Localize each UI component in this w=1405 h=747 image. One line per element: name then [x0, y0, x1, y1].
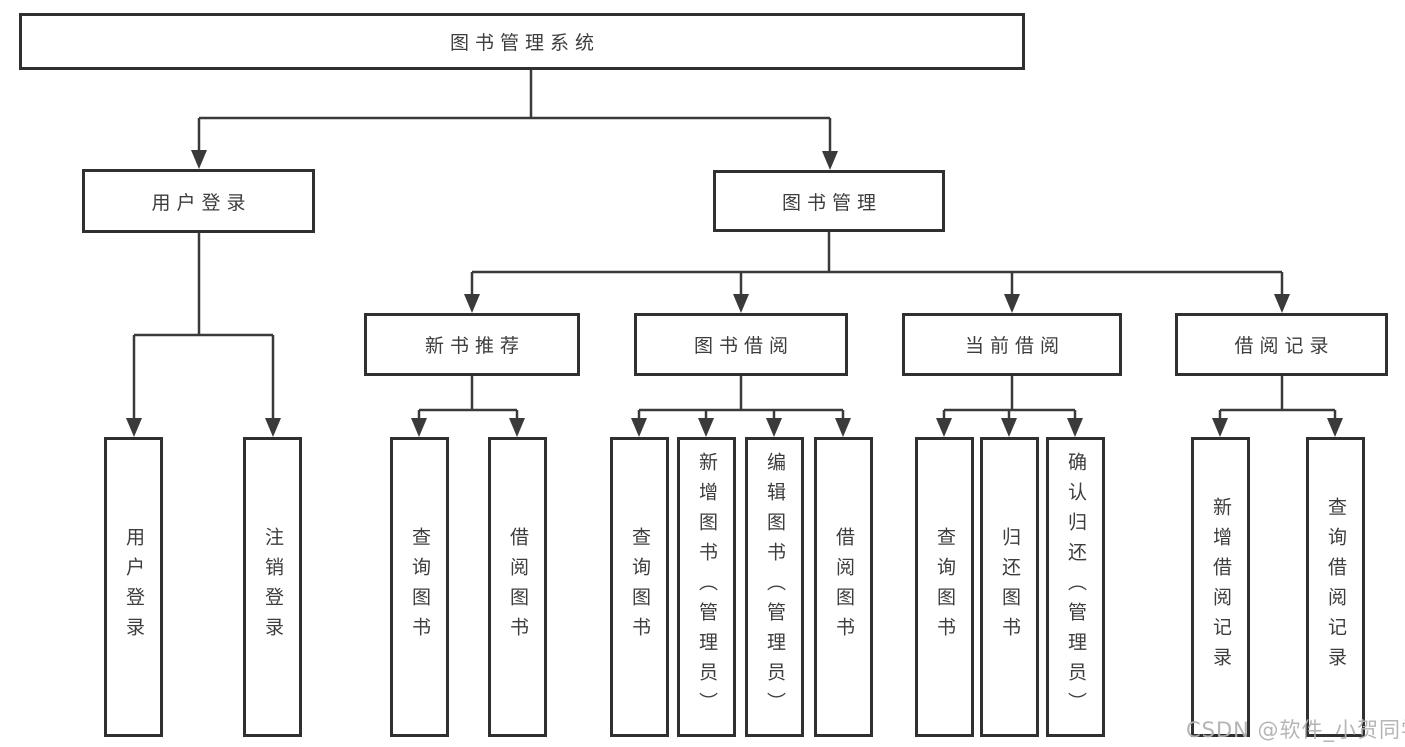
- node-leaf-query-books-recommend: 查询图书: [390, 437, 449, 737]
- node-book-management: 图书管理: [713, 170, 945, 232]
- node-user-login-label: 用户登录: [151, 191, 252, 214]
- watermark-text: CSDN @软件_小贺同学: [1186, 718, 1405, 742]
- node-leaf-add-borrow-record-label: 新增借阅记录: [1209, 497, 1232, 677]
- node-book-borrowing-label: 图书借阅: [693, 335, 794, 357]
- arrowhead: [1067, 418, 1083, 437]
- node-current-borrowing: 当前借阅: [902, 313, 1122, 376]
- node-leaf-user-login-label: 用户登录: [122, 527, 145, 647]
- arrowhead: [1001, 418, 1017, 437]
- arrowhead: [126, 418, 142, 437]
- node-root: 图书管理系统: [19, 13, 1025, 70]
- node-leaf-add-books-admin-label: 新增图书（管理员）: [695, 452, 718, 722]
- arrowhead: [191, 150, 207, 169]
- node-leaf-edit-books-admin-label: 编辑图书（管理员）: [763, 452, 786, 722]
- node-leaf-logout: 注销登录: [243, 437, 302, 737]
- arrowhead: [936, 418, 952, 437]
- node-borrowing-records: 借阅记录: [1175, 313, 1388, 376]
- node-leaf-confirm-return-admin-label: 确认归还（管理员）: [1064, 452, 1087, 722]
- node-leaf-add-borrow-record: 新增借阅记录: [1191, 437, 1250, 737]
- arrowhead: [1327, 418, 1343, 437]
- node-leaf-return-books: 归还图书: [980, 437, 1039, 737]
- connector-records-to-leaves: [1212, 376, 1343, 437]
- node-leaf-borrow-books-recommend-label: 借阅图书: [506, 527, 529, 647]
- node-leaf-logout-label: 注销登录: [261, 527, 284, 647]
- arrowhead: [835, 418, 851, 437]
- arrowhead: [1274, 294, 1290, 313]
- arrowhead: [1212, 418, 1228, 437]
- node-leaf-query-books-borrowing: 查询图书: [610, 437, 669, 737]
- node-leaf-borrow-books-borrowing-label: 借阅图书: [832, 527, 855, 647]
- node-leaf-borrow-books-borrowing: 借阅图书: [814, 437, 873, 737]
- arrowhead: [822, 151, 838, 170]
- connector-root-to-level2: [191, 70, 838, 170]
- node-leaf-query-books-current-label: 查询图书: [933, 527, 956, 647]
- connector-current-to-leaves: [936, 376, 1083, 437]
- node-leaf-query-borrow-record-label: 查询借阅记录: [1324, 497, 1347, 677]
- node-leaf-user-login: 用户登录: [104, 437, 163, 737]
- connector-user-login-to-leaves: [126, 233, 281, 437]
- node-leaf-query-books-recommend-label: 查询图书: [408, 527, 431, 647]
- node-leaf-query-books-current: 查询图书: [915, 437, 974, 737]
- node-user-login: 用户登录: [82, 169, 315, 233]
- node-root-label: 图书管理系统: [449, 32, 600, 54]
- node-leaf-borrow-books-recommend: 借阅图书: [488, 437, 547, 737]
- node-book-management-label: 图书管理: [781, 191, 882, 214]
- arrowhead: [464, 294, 480, 313]
- node-new-book-recommend-label: 新书推荐: [424, 335, 525, 357]
- arrowhead: [733, 294, 749, 313]
- arrowhead: [265, 418, 281, 437]
- node-book-borrowing: 图书借阅: [634, 313, 848, 376]
- node-new-book-recommend: 新书推荐: [364, 313, 580, 376]
- node-leaf-confirm-return-admin: 确认归还（管理员）: [1046, 437, 1105, 737]
- arrowhead: [411, 418, 427, 437]
- node-leaf-edit-books-admin: 编辑图书（管理员）: [745, 437, 804, 737]
- node-current-borrowing-label: 当前借阅: [964, 335, 1065, 357]
- arrowhead: [509, 418, 525, 437]
- node-borrowing-records-label: 借阅记录: [1234, 335, 1335, 357]
- arrowhead: [1004, 294, 1020, 313]
- arrowhead: [698, 418, 714, 437]
- node-leaf-query-books-borrowing-label: 查询图书: [628, 527, 651, 647]
- arrowhead: [766, 418, 782, 437]
- connector-recommend-to-leaves: [411, 376, 525, 437]
- node-leaf-return-books-label: 归还图书: [998, 527, 1021, 647]
- connector-borrowing-to-leaves: [631, 376, 851, 437]
- node-leaf-query-borrow-record: 查询借阅记录: [1306, 437, 1365, 737]
- arrowhead: [631, 418, 647, 437]
- connector-book-mgmt-to-level3: [464, 232, 1290, 313]
- node-leaf-add-books-admin: 新增图书（管理员）: [677, 437, 736, 737]
